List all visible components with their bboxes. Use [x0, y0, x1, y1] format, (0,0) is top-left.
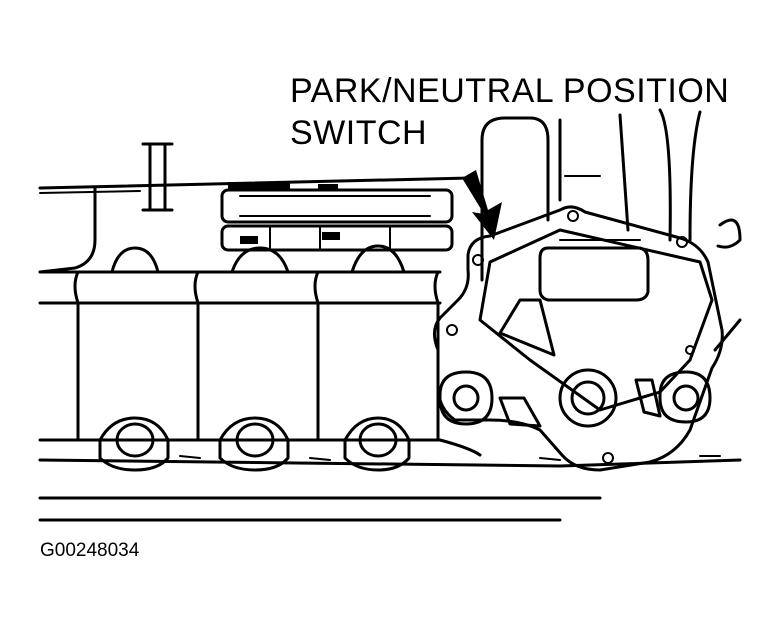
transmission-housing-top [38, 142, 472, 274]
base-lines [38, 496, 602, 522]
arrow-down-right-icon [462, 170, 502, 240]
bottom-bolts [98, 416, 411, 472]
segment-domes [110, 244, 406, 274]
callout-line-1: PARK/NEUTRAL POSITION [290, 72, 730, 110]
figure-id: G00248034 [40, 540, 140, 561]
switch-callout-label: PARK/NEUTRAL POSITION SWITCH [290, 70, 729, 154]
case-segments [38, 270, 742, 468]
park-neutral-switch [433, 205, 724, 472]
valve-body [220, 182, 454, 252]
callout-line-2: SWITCH [290, 114, 428, 152]
case-right-contours [480, 108, 742, 352]
